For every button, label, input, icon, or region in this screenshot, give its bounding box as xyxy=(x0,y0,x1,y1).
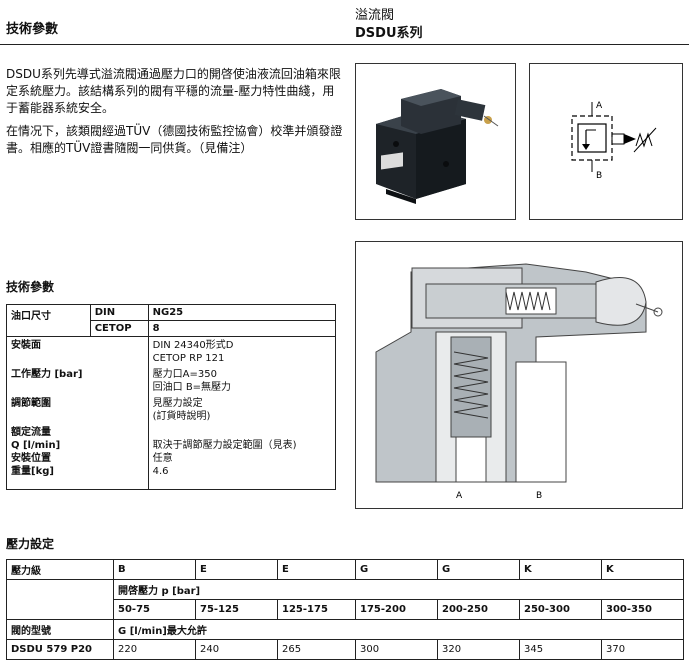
flow-label: G [l/min]最大允許 xyxy=(113,619,684,640)
intro-paragraph-1: DSDU系列先導式溢流閥通過壓力口的開啓使油液流回油箱來限定系統壓力。該結構系列… xyxy=(6,67,341,115)
relief-valve-symbol: A B xyxy=(571,101,657,181)
level-label: 壓力級 xyxy=(6,559,114,580)
cetop-value: 8 xyxy=(147,320,337,337)
flow-cell: 265 xyxy=(277,639,356,660)
page-title: 技術參數 xyxy=(6,22,59,37)
cetop-label: CETOP xyxy=(89,320,149,337)
intro-paragraph-2: 在情况下，該類閥經過TÜV（德國技術監控協會）校準并頒發證書。相應的TÜV證書隨… xyxy=(6,124,343,155)
spec-values: DIN 24340形式D CETOP RP 121 壓力口A=350 回油口 B… xyxy=(147,336,337,490)
symbol-port-a: A xyxy=(596,101,603,111)
table-row: 安裝面 工作壓力 [bar] 調節範圍 額定流量 Q [l/min] 安裝位置 … xyxy=(6,336,337,490)
table-row: 50-75 75-125 125-175 175-200 200-250 250… xyxy=(7,599,684,620)
adjust-label: 調節範圍 xyxy=(11,398,51,409)
level-cell: K xyxy=(601,559,684,580)
table-row: 壓力級 B E E G G K K xyxy=(6,559,684,580)
flow-value: 取決于調節壓力設定範圍（見表) xyxy=(152,440,297,451)
model-label: 閥的型號 xyxy=(6,619,114,640)
flow-label-line2: Q [l/min] xyxy=(11,440,61,451)
level-cell: B xyxy=(113,559,196,580)
flow-cell: 320 xyxy=(437,639,520,660)
adjust-value-1: 見壓力設定 xyxy=(152,398,203,409)
table-row: 閥的型號 G [l/min]最大允許 xyxy=(6,619,684,640)
adjust-value-2: (訂貨時說明) xyxy=(152,411,211,422)
range-cell: 75-125 xyxy=(195,599,278,620)
range-cell: 175-200 xyxy=(355,599,438,620)
range-cell: 200-250 xyxy=(437,599,520,620)
product-series: DSDU系列 xyxy=(355,26,423,41)
pressure-value-2: 回油口 B=無壓力 xyxy=(152,382,232,393)
symbol-port-b: B xyxy=(596,171,602,181)
range-cell: 300-350 xyxy=(601,599,684,620)
spec-title: 技術參數 xyxy=(6,280,55,294)
port-size-label: 油口尺寸 xyxy=(6,304,91,337)
range-cell: 125-175 xyxy=(277,599,356,620)
spec-labels: 安裝面 工作壓力 [bar] 調節範圍 額定流量 Q [l/min] 安裝位置 … xyxy=(6,336,149,490)
flow-cell: 240 xyxy=(195,639,278,660)
product-photo xyxy=(355,63,516,220)
pressure-table: 壓力級 B E E G G K K 開啓壓力 p [bar] 50-75 75-… xyxy=(6,559,684,660)
pressure-label: 工作壓力 [bar] xyxy=(11,369,83,380)
product-type: 溢流閥 xyxy=(355,8,395,23)
level-cell: G xyxy=(355,559,438,580)
mounting-value-2: CETOP RP 121 xyxy=(152,353,225,364)
level-cell: G xyxy=(437,559,520,580)
mounting-value-1: DIN 24340形式D xyxy=(152,340,234,351)
intro-text: DSDU系列先導式溢流閥通過壓力口的開啓使油液流回油箱來限定系統壓力。該結構系列… xyxy=(6,66,346,163)
valve-photo-illustration xyxy=(356,64,515,219)
section-port-b: B xyxy=(536,491,542,501)
level-cell: E xyxy=(195,559,278,580)
mounting-label: 安裝面 xyxy=(11,340,41,351)
install-value: 任意 xyxy=(152,453,173,464)
flow-label-line1: 額定流量 xyxy=(11,427,51,438)
weight-label: 重量[kg] xyxy=(11,466,54,477)
flow-cell: 220 xyxy=(113,639,196,660)
table-row: DSDU 579 P20 220 240 265 300 320 345 370 xyxy=(6,639,684,660)
spec-table: 油口尺寸 DIN NG25 CETOP 8 安裝面 工作壓力 [bar] 調節範… xyxy=(6,304,337,490)
level-cell: K xyxy=(519,559,602,580)
header-divider xyxy=(0,44,689,45)
range-cell: 50-75 xyxy=(113,599,196,620)
section-port-a: A xyxy=(456,491,463,501)
din-value: NG25 xyxy=(147,304,337,321)
flow-cell: 300 xyxy=(355,639,438,660)
pressure-title: 壓力設定 xyxy=(6,537,55,551)
hydraulic-symbol: A B xyxy=(529,63,683,220)
opening-pressure-label: 開啓壓力 p [bar] xyxy=(113,579,684,600)
flow-cell: 345 xyxy=(519,639,602,660)
weight-value: 4.6 xyxy=(152,466,169,477)
table-row: 開啓壓力 p [bar] xyxy=(6,579,684,620)
section-drawing: A B xyxy=(355,241,683,509)
level-cell: E xyxy=(277,559,356,580)
install-label: 安裝位置 xyxy=(11,453,51,464)
model-value: DSDU 579 P20 xyxy=(6,639,114,660)
valve-section-illustration: A B xyxy=(375,263,663,501)
table-row: 油口尺寸 DIN NG25 xyxy=(6,304,337,337)
din-label: DIN xyxy=(89,304,149,321)
empty-cell xyxy=(6,579,114,620)
pressure-value-1: 壓力口A=350 xyxy=(152,369,217,380)
flow-cell: 370 xyxy=(601,639,684,660)
range-cell: 250-300 xyxy=(519,599,602,620)
